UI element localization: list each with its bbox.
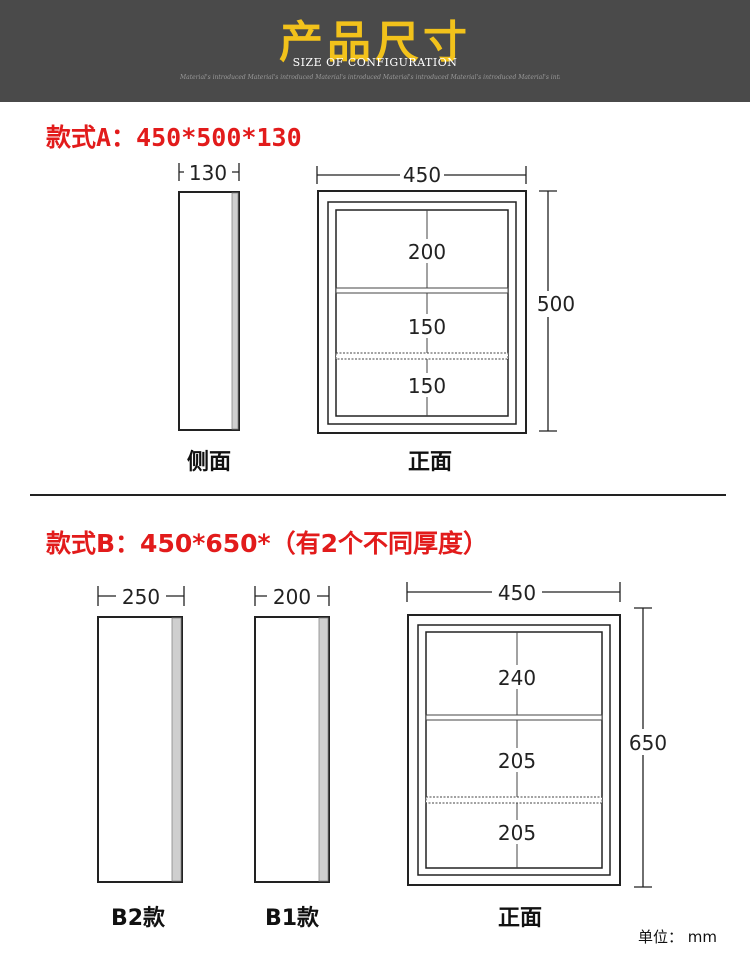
variant-a-front-view: 450 500 200 150 150: [316, 161, 580, 434]
header-banner: 产品尺寸 SIZE OF CONFIGURATION Material's in…: [0, 0, 750, 102]
variant-b-shelf-3: 205: [498, 821, 536, 845]
variant-a-side-view: 130: [178, 159, 240, 431]
variant-b1-width: 200: [273, 585, 311, 609]
variant-b-title: 款式B：450*650*（有2个不同厚度）: [46, 529, 488, 558]
page-title: 产品尺寸: [279, 17, 471, 68]
variant-a-front-label: 正面: [407, 450, 452, 475]
variant-b1-side-view: 200: [254, 583, 330, 883]
unit-label: 单位： mm: [638, 928, 717, 946]
variant-a-shelf-1: 200: [408, 240, 446, 264]
variant-a-shelf-3: 150: [408, 374, 446, 398]
variant-b-front-height: 650: [629, 731, 667, 755]
variant-a-title: 款式A：450*500*130: [46, 123, 302, 152]
variant-a-front-width: 450: [403, 163, 441, 187]
variant-b2-label: B2款: [110, 906, 166, 931]
page-subtitle: SIZE OF CONFIGURATION: [292, 56, 458, 69]
variant-b2-side-view: 250: [97, 583, 185, 883]
variant-a-side-label: 侧面: [186, 450, 231, 475]
header-decoration: Material's introduced Material's introdu…: [180, 74, 560, 81]
variant-a-shelf-2: 150: [408, 315, 446, 339]
variant-b-front-view: 450 650 240 205 205: [406, 578, 674, 888]
variant-b2-width: 250: [122, 585, 160, 609]
section-divider: [30, 494, 726, 496]
variant-b-front-width: 450: [498, 581, 536, 605]
variant-a-front-height: 500: [537, 292, 575, 316]
variant-b-shelf-1: 240: [498, 666, 536, 690]
variant-a-side-width: 130: [189, 161, 227, 185]
variant-b1-label: B1款: [264, 906, 320, 931]
variant-b-shelf-2: 205: [498, 749, 536, 773]
variant-b-front-label: 正面: [497, 906, 542, 931]
